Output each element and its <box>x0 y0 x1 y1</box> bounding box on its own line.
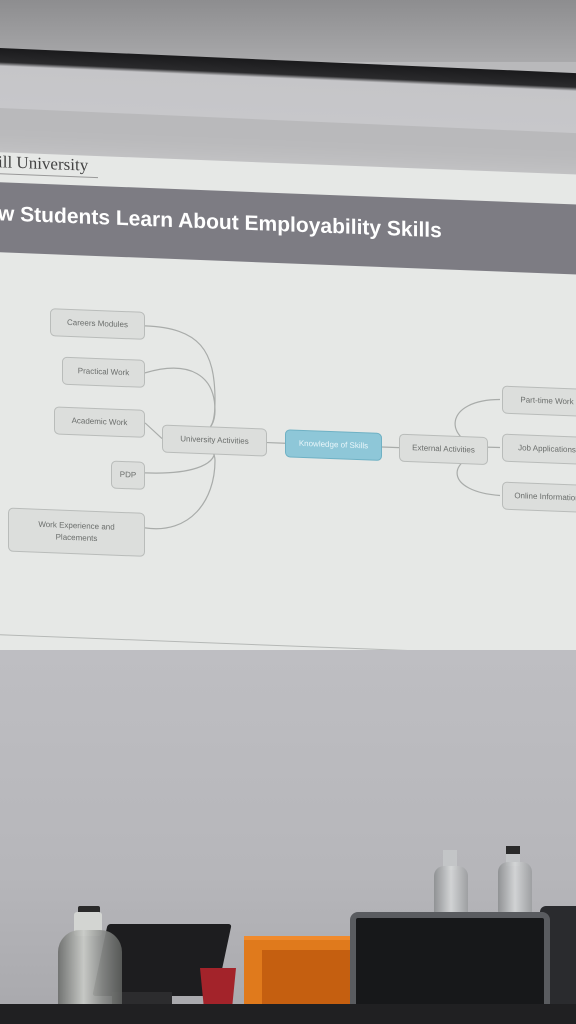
connector-careers-modules <box>144 325 216 440</box>
node-practical-work: Practical Work <box>62 356 145 388</box>
node-careers-modules: Careers Modules <box>50 308 145 340</box>
bottle-cap <box>78 906 100 916</box>
water-bottle <box>434 866 468 918</box>
laptop-base <box>112 992 172 1004</box>
water-bottle <box>498 862 532 914</box>
orange-box-side <box>262 950 354 1004</box>
connector-academic-work <box>144 422 163 439</box>
node-knowledge-of-skills: Knowledge of Skills <box>285 429 382 461</box>
node-academic-work: Academic Work <box>54 406 145 438</box>
connector-center-left <box>267 441 285 444</box>
node-online-information: Online Information <box>502 481 576 514</box>
node-part-time-work: Part-time Work <box>502 385 576 418</box>
node-university-activities: University Activities <box>162 424 267 457</box>
node-work-experience: Work Experience and Placements <box>8 507 145 557</box>
node-job-applications: Job Applications <box>502 433 576 466</box>
node-external-activities: External Activities <box>399 433 488 466</box>
bottle-cap <box>506 846 520 854</box>
node-pdp: PDP <box>111 460 145 490</box>
connector-center-right <box>382 446 399 449</box>
table-edge <box>0 1004 576 1024</box>
projected-slide: ill University w Students Learn About Em… <box>0 150 576 677</box>
water-bottle-neck <box>443 850 457 870</box>
